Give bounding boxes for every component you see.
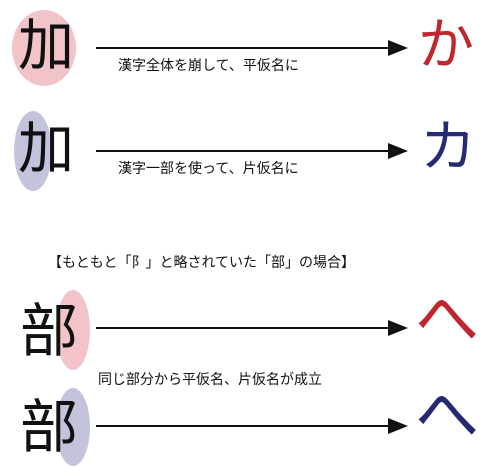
katakana-he: へ <box>415 379 479 453</box>
arrow-right-icon <box>96 320 408 336</box>
arrow-right-icon <box>96 418 408 434</box>
caption-katakana-partial: 漢字一部を使って、片仮名に <box>118 161 299 177</box>
caption-shared-origin: 同じ部分から平仮名、片仮名が成立 <box>98 372 322 388</box>
caption-hiragana-full-cursive: 漢字全体を崩して、平仮名に <box>118 58 299 74</box>
katakana-ka: カ <box>420 115 476 180</box>
arrow-right-icon <box>96 40 408 56</box>
section-heading: 【もともと「阝」と略されていた「部」の場合】 <box>48 255 356 271</box>
ellipse-highlight-blue <box>14 111 52 191</box>
kanji-ka-source: 加 <box>18 117 74 182</box>
kanji-bu-source: 部 <box>20 393 79 461</box>
ellipse-highlight-blue <box>56 388 90 466</box>
kanji-ka-source: 加 <box>18 14 74 79</box>
hiragana-ka: か <box>418 13 474 78</box>
ellipse-highlight-pink <box>56 290 90 370</box>
hiragana-he: へ <box>415 283 479 357</box>
ellipse-highlight-pink <box>12 10 76 86</box>
arrow-right-icon <box>96 143 408 159</box>
kanji-bu-source: 部 <box>20 297 79 365</box>
